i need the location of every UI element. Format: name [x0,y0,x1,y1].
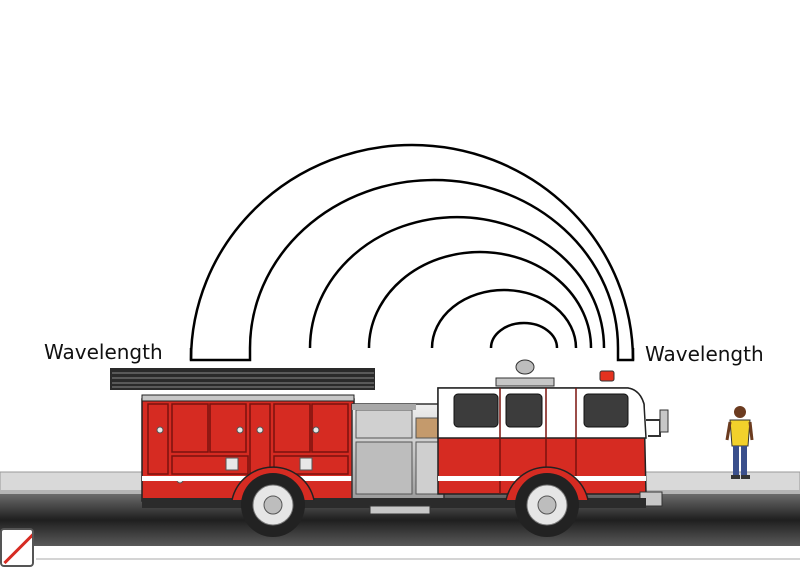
wave-arc-1 [189,143,635,361]
road-edge [0,546,800,567]
no-entry-icon[interactable] [0,528,34,567]
ladder [110,368,375,390]
wave-arc-6 [489,321,559,349]
wavelength-bracket-right [616,348,635,362]
wavelength-bracket-left [189,348,252,362]
light-bar [495,377,555,387]
front-wheel [505,466,589,537]
rear-wheel [231,466,315,537]
chassis [142,498,646,508]
sound-waves [189,143,635,362]
person-listener [725,406,754,479]
side-mirror [646,419,661,437]
wave-arc-5 [430,288,578,349]
wavelength-label-left: Wavelength [44,340,163,364]
wave-arc-4 [367,250,593,349]
cab-windows [453,393,629,428]
wave-arc-3 [308,215,606,349]
wave-arc-2 [248,178,620,349]
beacon-light [599,370,615,382]
wavelength-label-right: Wavelength [645,342,764,366]
siren [515,359,535,375]
fire-truck [110,359,669,537]
